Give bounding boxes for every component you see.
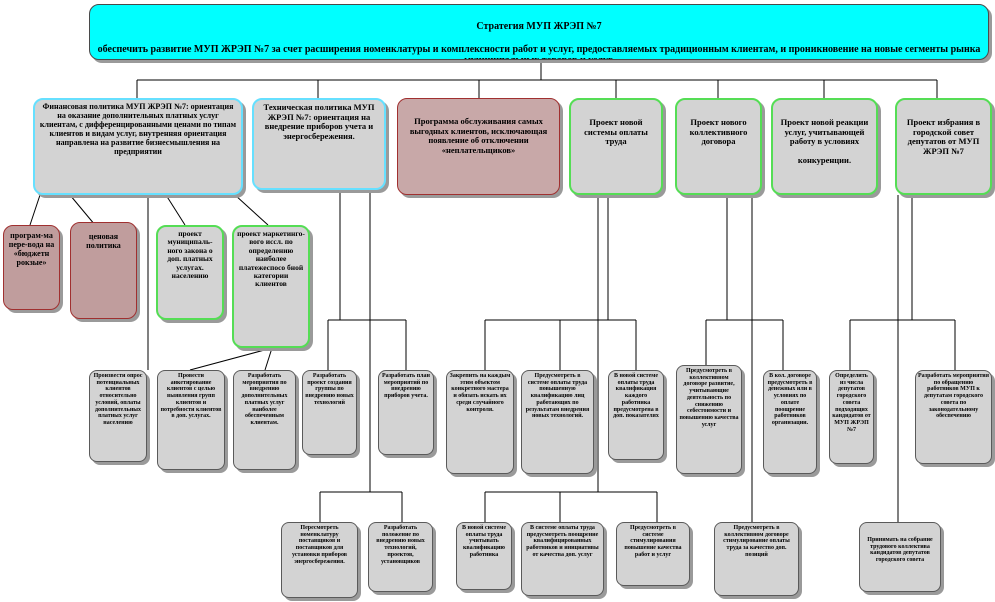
task-deputy-appeal: Разработать мероприятия по обращению раб… xyxy=(915,370,992,464)
task-metering-plan: Разработать план мероприятий по внедрени… xyxy=(378,370,434,455)
election-project-box: Проект избрания в городской совет депута… xyxy=(895,98,992,195)
collective-contract-box: Проект нового коллективного договора xyxy=(675,98,762,195)
client-program-box: Программа обслуживания самых выгодных кл… xyxy=(397,98,560,195)
task-client-survey: Произвести опрос потенциальных клиентов … xyxy=(89,370,147,462)
task-worker-qualification: В новой системе оплаты труда квалификаци… xyxy=(608,370,664,460)
task-deputy-candidates: Определить из числа депутатов городского… xyxy=(829,370,874,464)
strategy-box: Стратегия МУП ЖРЭП №7 обеспечить развити… xyxy=(89,4,989,60)
finance-policy-box: Финансовая политика МУП ЖРЭП №7: ориента… xyxy=(33,98,243,195)
task-quality-incentive: Предусмотреть в системе стимулирования п… xyxy=(616,522,690,586)
strategy-text: обеспечить развитие МУП ЖРЭП №7 за счет … xyxy=(97,43,981,59)
task-collective-meeting: Принимать на собрание трудового коллекти… xyxy=(859,522,941,592)
task-paid-services-measures: Разработать мероприятия по внедрению доп… xyxy=(233,370,296,470)
tech-policy-box: Техническая политика МУП ЖРЭП №7: ориент… xyxy=(252,98,386,190)
marketing-research-box: проект маркетинго-вого иссл. по определе… xyxy=(232,225,310,348)
task-contract-quality-pay: Предусмотреть в коллективном договоре ст… xyxy=(714,522,799,596)
pricing-policy-box: ценовая политика xyxy=(70,222,137,319)
task-supplier-review: Пересмотреть номенклатуру поставщиков и … xyxy=(281,522,358,598)
task-tech-regulation: Разработать положение по внедрению новых… xyxy=(368,522,433,592)
task-pay-incentives: В системе оплаты труда предусмотреть поо… xyxy=(521,522,604,596)
task-contract-reward: В кол. договоре предусмотреть в денежных… xyxy=(763,370,817,474)
task-assign-master: Закрепить на каждым этим объектом конкре… xyxy=(446,370,514,474)
municipal-law-box: проект муниципаль-ного закона о доп. пла… xyxy=(156,225,224,320)
task-client-questionnaire: Провести анкетирование клиентов с целью … xyxy=(157,370,225,470)
task-qualification-pay: Предусмотреть в системе оплаты труда пов… xyxy=(521,370,594,474)
payment-system-box: Проект новой системы оплаты труда xyxy=(569,98,663,195)
task-tech-group: Разработать проект создания группы по вн… xyxy=(302,370,357,455)
budget-transition-box: програм-ма пере-вода на «бюджетн рокзые» xyxy=(3,225,60,310)
service-reaction-box: Проект новой реакции услуг, учитывающей … xyxy=(771,98,878,195)
strategy-title: Стратегия МУП ЖРЭП №7 xyxy=(476,21,602,33)
task-pay-qualification: В новой системе оплаты труда учитывать к… xyxy=(456,522,512,590)
task-contract-development: Предусмотреть в коллективном договоре ра… xyxy=(676,365,742,474)
